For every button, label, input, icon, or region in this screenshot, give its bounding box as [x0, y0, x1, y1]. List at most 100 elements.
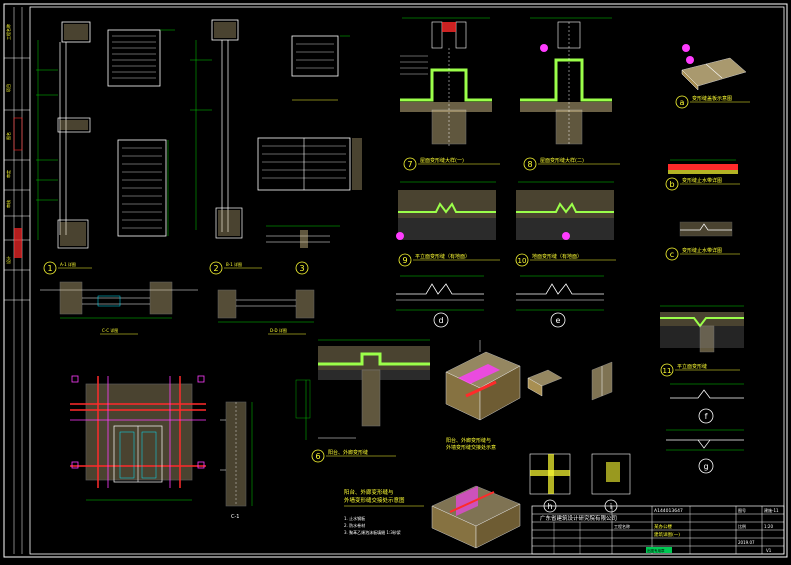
detail-7-marker — [403, 157, 417, 171]
detail-a-num: a — [680, 98, 685, 107]
date-value: 2019.07 — [738, 540, 755, 545]
drawing-name: 建筑详图(一) — [654, 531, 680, 538]
detail-b-title: 变形缝止水带详图 — [682, 177, 722, 184]
detail-11-marker — [660, 363, 674, 377]
title-block: 广东省建筑设计研究院有限公司 A144013647 工程名称 某办公楼 建筑详图… — [531, 505, 785, 555]
entrance-elevation — [70, 375, 206, 501]
bottom-item-1: 2. 防水卷材 — [344, 522, 365, 528]
detail-9-title: 平立面变形缝（有地面） — [415, 253, 470, 260]
detail-8-title: 屋面变形缝大样(二) — [540, 157, 584, 164]
strip-item-0: 工程名称 — [5, 24, 11, 40]
detail-1-section: 1 A-1 详图 — [36, 21, 175, 275]
stamp-label: 出图专用章 — [647, 548, 665, 553]
small-iso-details: h i — [527, 361, 631, 513]
bottom-notes: 阳台、外廊变形缝与 外墙变形缝交接处示意图 1. 止水钢板 2. 防水卷材 3.… — [344, 488, 424, 535]
strip-item-2: 图名 — [5, 132, 11, 140]
detail-b-waterstop: b 变形缝止水带详图 — [665, 159, 740, 191]
detail-d-num: d — [438, 316, 443, 325]
strip-item-1: 项目 — [5, 84, 11, 92]
detail-11-title: 平立面变形缝 — [677, 363, 707, 370]
detail-a-title: 变形缝盖板示意图 — [692, 95, 732, 102]
detail-11-num: 11 — [663, 367, 672, 375]
detail-c-c-title: C-C 详图 — [102, 327, 118, 333]
detail-d-marker — [433, 312, 449, 328]
detail-c-marker — [665, 247, 679, 261]
section-label: C-1 — [231, 514, 239, 520]
outer-frame — [3, 3, 788, 558]
detail-a-cover-plate: a 变形缝盖板示意图 — [675, 44, 750, 109]
detail-10-floor-joint: 10 地面变形缝（有地面） — [515, 181, 616, 267]
detail-9-marker — [398, 253, 412, 267]
iso-junction-upper: 阳台、外廊变形缝与 外墙变形缝交接处示意 — [445, 340, 521, 451]
detail-8-roof-joint: 8 屋面变形缝大样(二) — [520, 17, 620, 171]
scale-label: 比例 — [738, 523, 746, 529]
bottom-title-line-2: 外墙变形缝交接处示意图 — [344, 496, 405, 504]
detail-e-marker — [550, 312, 566, 328]
detail-7-roof-joint: 7 屋面变形缝大样(一) — [400, 17, 500, 171]
detail-6-balcony-joint: 6 阳台、外廊变形缝 — [295, 339, 430, 463]
cert-number: A144013647 — [654, 508, 683, 514]
project-name: 某办公楼 — [654, 523, 672, 530]
detail-b-num: b — [669, 180, 674, 189]
detail-c-num: c — [670, 250, 674, 259]
detail-1-num: 1 — [47, 264, 52, 273]
detail-c-title: 变形缝止水带详图 — [682, 247, 722, 254]
detail-7-title: 屋面变形缝大样(一) — [420, 157, 464, 164]
detail-10-marker — [515, 253, 529, 267]
detail-7-num: 7 — [407, 160, 412, 169]
window-elevation-mid — [257, 137, 362, 191]
detail-3-marker — [295, 261, 309, 275]
company-name: 广东省建筑设计研究院有限公司 — [540, 514, 617, 522]
detail-8-num: 8 — [527, 160, 532, 169]
detail-h-num: h — [547, 502, 552, 511]
detail-e-num: e — [556, 316, 561, 325]
detail-d-d: D-D 详图 — [217, 289, 315, 335]
detail-9-floor-joint: 9 平立面变形缝（有地面） — [396, 181, 500, 267]
detail-10-title: 地面变形缝（有地面） — [532, 253, 582, 260]
detail-c-c: C-C 详图 — [40, 281, 198, 335]
detail-d-profile: d — [396, 275, 484, 328]
detail-c-waterstop: c 变形缝止水带详图 — [665, 221, 740, 261]
bottom-title-line-1: 阳台、外廊变形缝与 — [344, 488, 394, 496]
window-plan-small — [291, 35, 350, 101]
detail-2-section: 2 B-1 详图 — [190, 19, 262, 275]
scale-value: 1:20 — [764, 524, 773, 529]
iso-title-line-2: 外墙变形缝交接处示意 — [446, 444, 496, 451]
detail-2-num: 2 — [213, 264, 218, 273]
inner-frame — [29, 6, 785, 555]
iso-title: 阳台、外廊变形缝与 外墙变形缝交接处示意 — [446, 437, 496, 451]
stamp-highlight — [646, 547, 672, 553]
detail-1-marker — [43, 261, 57, 275]
detail-g-marker — [698, 458, 714, 474]
drawing-number: 建施-11 — [764, 507, 779, 513]
bottom-title: 阳台、外廊变形缝与 外墙变形缝交接处示意图 — [344, 488, 405, 504]
detail-9-num: 9 — [402, 256, 407, 265]
bottom-item-0: 1. 止水钢板 — [344, 515, 365, 521]
strip-item-5: 设计 — [5, 256, 11, 264]
detail-e-profile: e — [516, 275, 604, 328]
detail-3-section: 3 — [266, 225, 340, 275]
detail-d-d-title: D-D 详图 — [270, 327, 287, 333]
strip-item-3: 审定 — [5, 170, 11, 178]
detail-11-joint: 11 平立面变形缝 — [660, 305, 744, 377]
detail-i-num: i — [610, 502, 612, 511]
wall-section-c1: C-1 — [220, 401, 253, 520]
bottom-item-2: 3. 聚苯乙烯泡沫板填缝 1:3砂浆 — [344, 529, 401, 535]
iso-title-line-1: 阳台、外廊变形缝与 — [446, 437, 491, 444]
left-info-strip: 工程名称 项目 图名 审定 审核 设计 — [4, 7, 30, 554]
detail-g-profile: g — [666, 429, 744, 474]
detail-6-num: 6 — [315, 452, 320, 461]
detail-6-marker — [311, 449, 325, 463]
detail-a-marker — [675, 95, 689, 109]
detail-f-num: f — [705, 412, 708, 421]
detail-g-num: g — [703, 462, 708, 471]
strip-item-4: 审核 — [5, 200, 11, 208]
detail-b-marker — [665, 177, 679, 191]
detail-10-num: 10 — [518, 257, 527, 265]
detail-8-marker — [523, 157, 537, 171]
detail-3-num: 3 — [299, 264, 304, 273]
iso-junction-lower — [431, 485, 521, 549]
detail-1-title: A-1 详图 — [60, 261, 76, 267]
